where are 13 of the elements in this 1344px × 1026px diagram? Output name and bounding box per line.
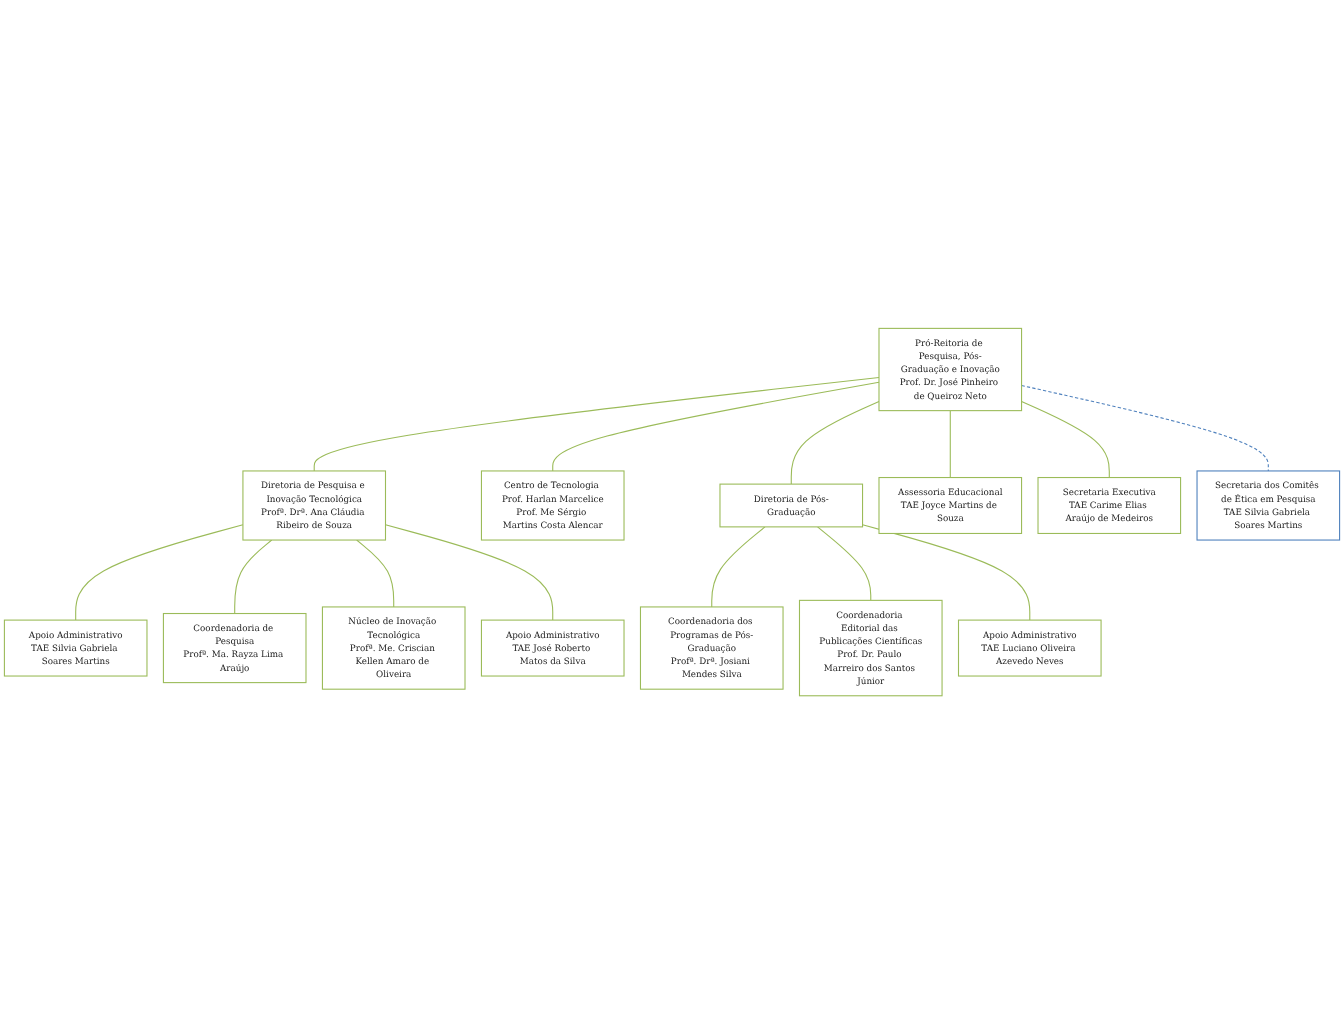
connector bbox=[817, 527, 872, 602]
connector bbox=[862, 525, 1031, 622]
connector bbox=[75, 525, 244, 622]
connector bbox=[356, 540, 395, 609]
connector bbox=[552, 382, 880, 473]
connector bbox=[949, 411, 951, 479]
connector bbox=[1021, 401, 1110, 479]
connector bbox=[1021, 385, 1269, 473]
connector bbox=[711, 527, 766, 609]
connector bbox=[790, 401, 880, 486]
connector bbox=[313, 377, 880, 473]
connector bbox=[384, 525, 554, 622]
connector bbox=[234, 540, 273, 615]
